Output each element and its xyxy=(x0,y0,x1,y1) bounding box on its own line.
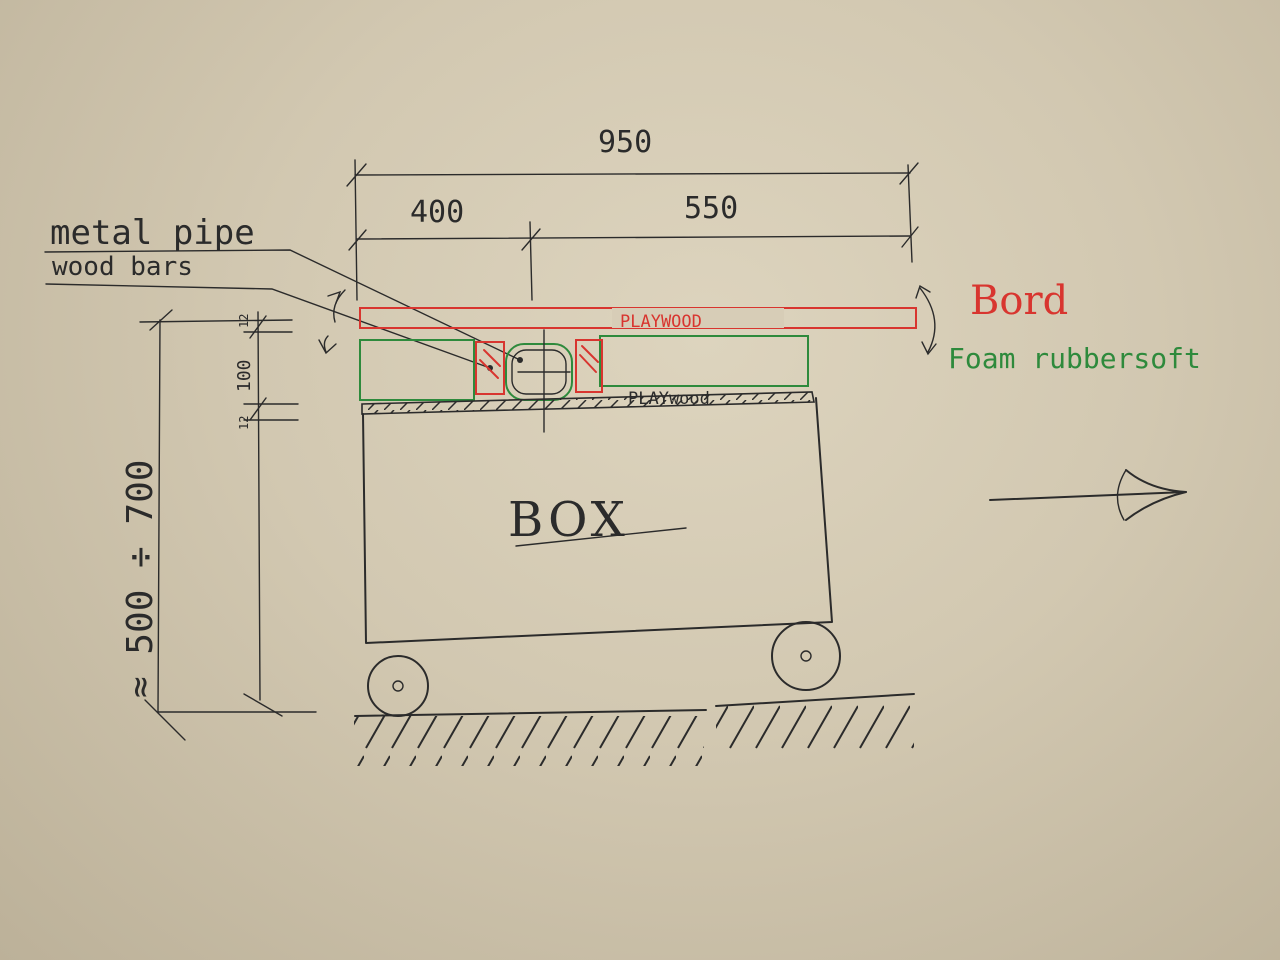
playwood-bottom: PLAYwood xyxy=(361,389,815,415)
layer-top-label: 12 xyxy=(237,314,251,328)
dim-550-label: 550 xyxy=(684,191,738,226)
label-wood-bars: wood bars xyxy=(45,252,493,371)
bord-playwood-top: PLAYWOOD xyxy=(359,307,917,332)
playwood-top-label: PLAYWOOD xyxy=(620,312,702,332)
metal-pipe-section xyxy=(505,329,573,433)
layer-dimensions: 12 100 12 xyxy=(234,311,299,717)
dim-400-label: 400 xyxy=(410,195,464,230)
box-label: BOX xyxy=(508,492,629,548)
dim-950-label: 950 xyxy=(598,125,652,160)
wood-bars-label: wood bars xyxy=(52,252,193,282)
foam-layer xyxy=(359,335,809,401)
wheel-left xyxy=(367,655,429,717)
layer-mid-label: 100 xyxy=(234,359,255,392)
layer-bottom-label: 12 xyxy=(237,416,251,430)
dimension-950: 950 xyxy=(346,125,919,301)
height-range-label: ≈ 500 ÷ 700 xyxy=(120,460,161,698)
dimension-400-550: 400 550 xyxy=(348,191,919,301)
wheel-right xyxy=(771,621,841,691)
metal-pipe-label: metal pipe xyxy=(50,213,255,253)
bord-label: Bord xyxy=(970,278,1068,324)
wood-bars xyxy=(475,339,603,395)
height-dimension: ≈ 500 ÷ 700 xyxy=(120,309,317,741)
label-metal-pipe: metal pipe xyxy=(44,213,523,363)
label-bord: Bord xyxy=(915,278,1068,356)
ground xyxy=(354,693,915,766)
box: BOX xyxy=(362,397,833,644)
direction-arrow xyxy=(989,469,1187,521)
foam-label: Foam rubbersoft xyxy=(948,342,1201,375)
playwood-bottom-label: PLAYwood xyxy=(628,389,710,409)
